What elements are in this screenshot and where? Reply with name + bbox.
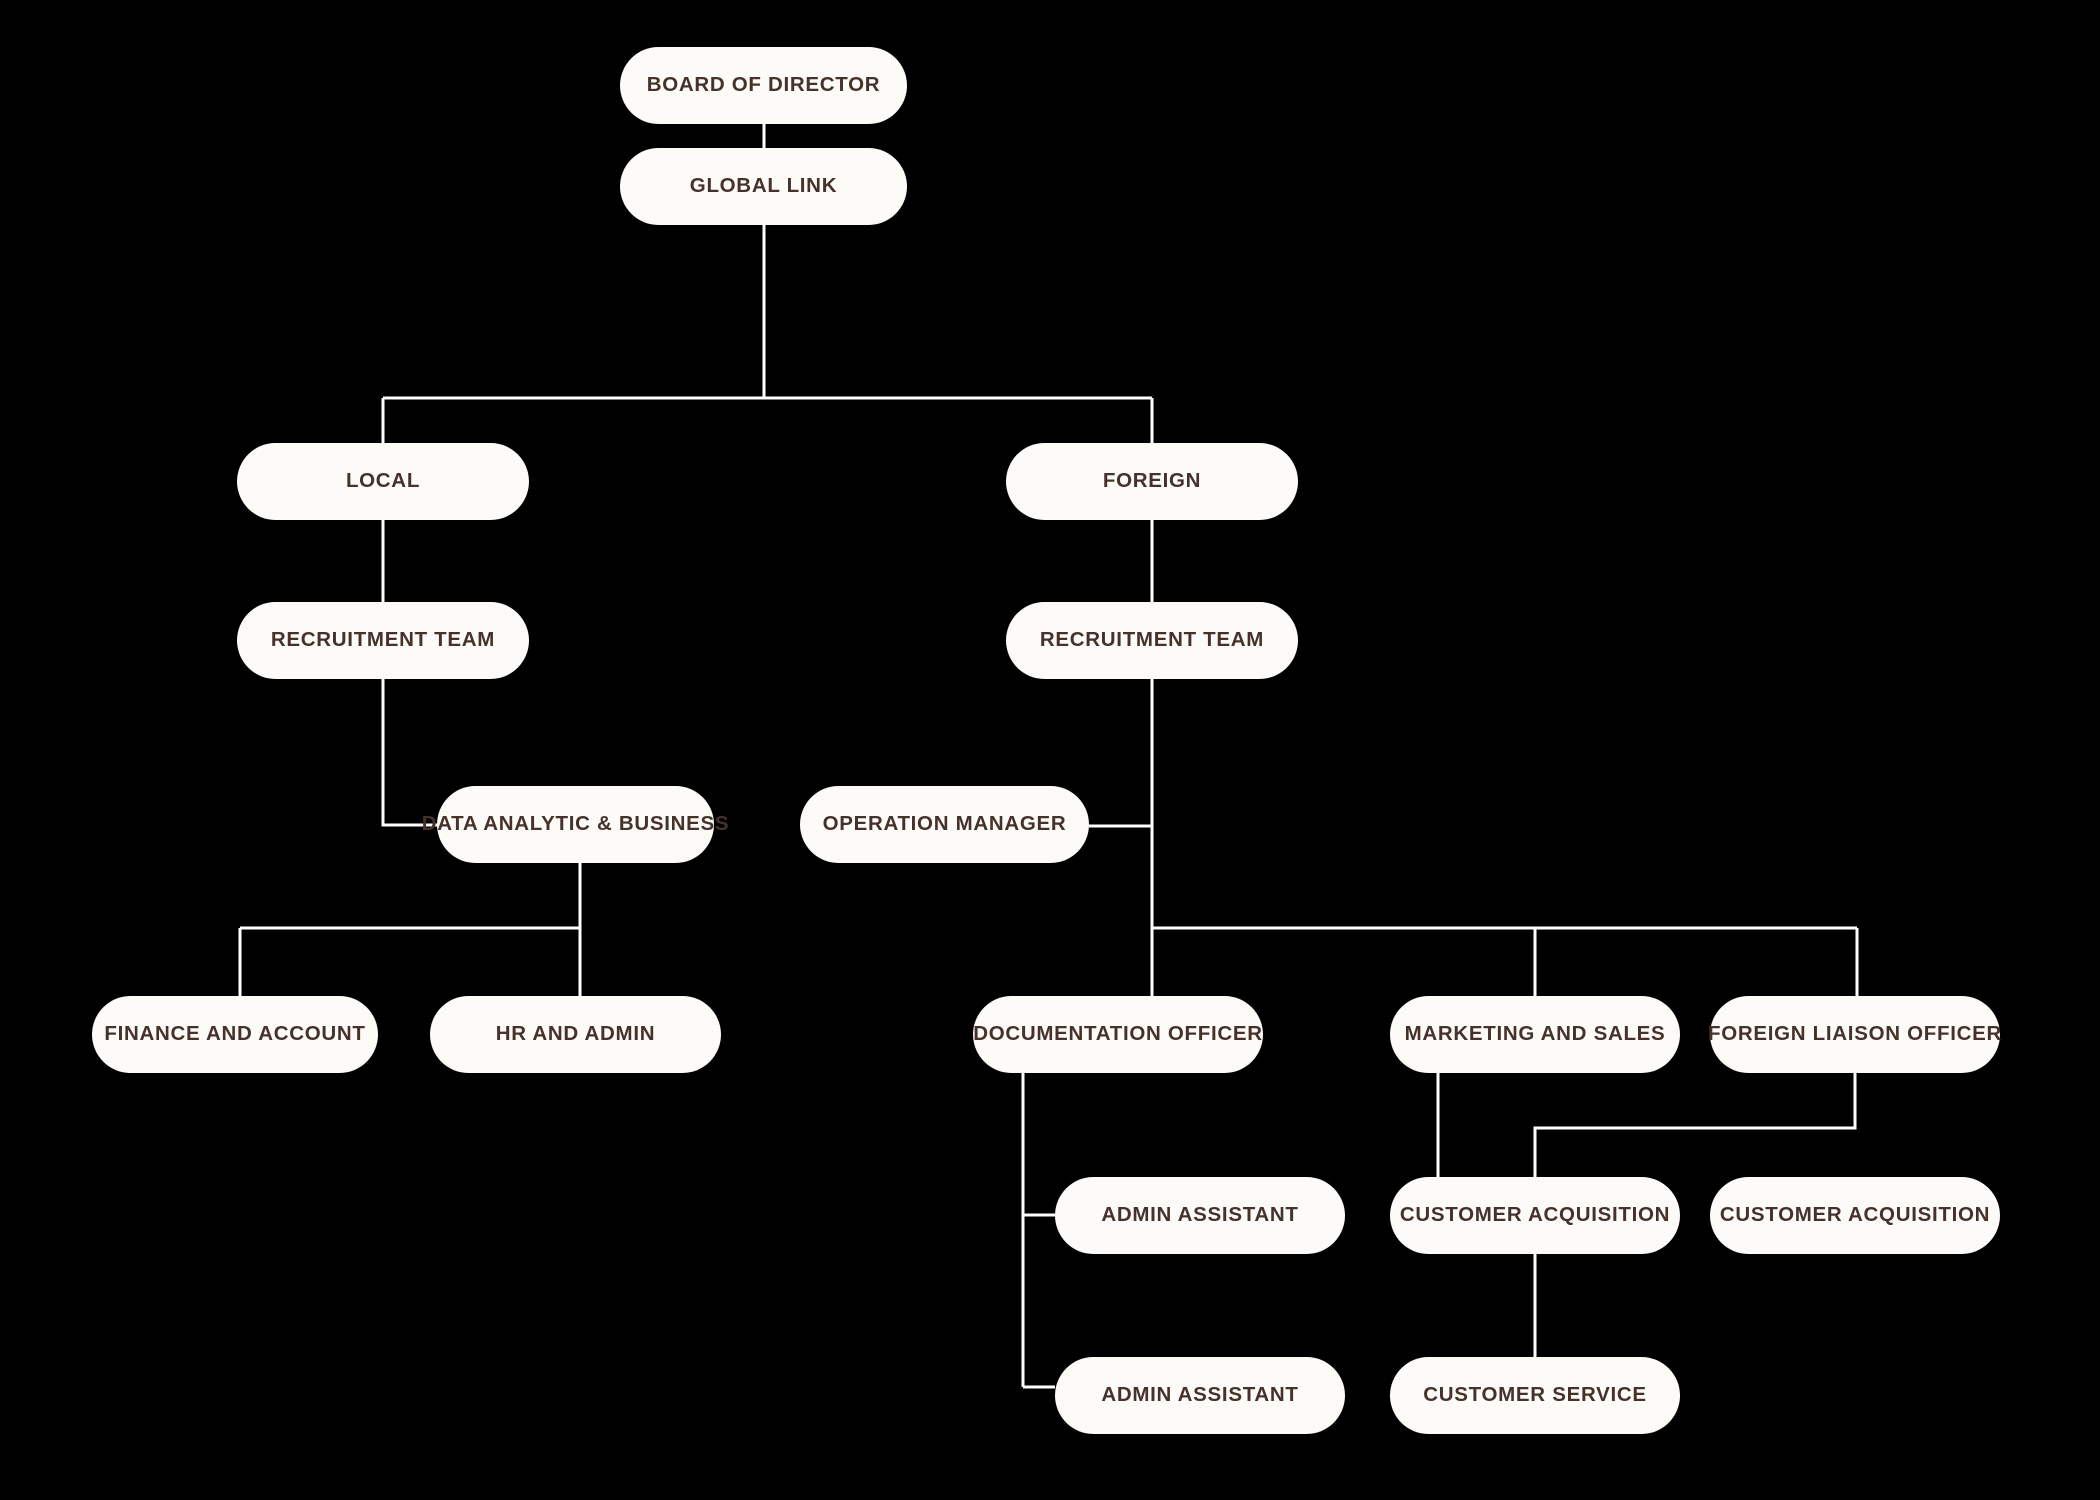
node-label: RECRUITMENT TEAM [1039,628,1265,652]
node-admin-assistant-2[interactable]: ADMIN ASSISTANT [1055,1357,1345,1434]
node-foreign-liaison-officer[interactable]: FOREIGN LIAISON OFFICER [1708,996,2002,1073]
node-label: DATA ANALYTIC & BUSINESS [421,812,730,836]
node-label: CUSTOMER ACQUISITION [1399,1203,1671,1227]
node-label: MARKETING AND SALES [1404,1022,1666,1046]
node-foreign[interactable]: FOREIGN [1006,443,1298,520]
node-global-link[interactable]: GLOBAL LINK [620,148,907,225]
node-label: ADMIN ASSISTANT [1101,1383,1299,1407]
node-local[interactable]: LOCAL [237,443,529,520]
node-finance-and-account[interactable]: FINANCE AND ACCOUNT [92,996,378,1073]
node-label: OPERATION MANAGER [822,812,1067,836]
node-operation-manager[interactable]: OPERATION MANAGER [800,786,1089,863]
node-hr-and-admin[interactable]: HR AND ADMIN [430,996,721,1073]
edge-liaison-to-customer-acquisition [1533,1073,1857,1177]
node-documentation-officer[interactable]: DOCUMENTATION OFFICER [973,996,1263,1073]
node-label: FOREIGN [1102,469,1202,493]
node-board-of-director[interactable]: BOARD OF DIRECTOR [620,47,907,124]
node-label: ADMIN ASSISTANT [1101,1203,1299,1227]
edge-recruitment-foreign-to-operation-manager [1089,679,1154,828]
node-recruitment-team-local[interactable]: RECRUITMENT TEAM [237,602,529,679]
node-marketing-and-sales[interactable]: MARKETING AND SALES [1390,996,1680,1073]
edge-recruitment-local-to-data-analytic [381,679,437,827]
node-label: RECRUITMENT TEAM [270,628,496,652]
node-admin-assistant-1[interactable]: ADMIN ASSISTANT [1055,1177,1345,1254]
node-label: BOARD OF DIRECTOR [646,73,881,97]
node-label: DOCUMENTATION OFFICER [973,1022,1263,1046]
node-customer-acquisition-2[interactable]: CUSTOMER ACQUISITION [1710,1177,2000,1254]
node-recruitment-team-foreign[interactable]: RECRUITMENT TEAM [1006,602,1298,679]
node-label: FINANCE AND ACCOUNT [104,1022,366,1046]
node-label: LOCAL [345,469,421,493]
node-customer-acquisition-1[interactable]: CUSTOMER ACQUISITION [1390,1177,1680,1254]
node-customer-service[interactable]: CUSTOMER SERVICE [1390,1357,1680,1434]
node-label: GLOBAL LINK [689,174,838,198]
node-label: FOREIGN LIAISON OFFICER [1708,1022,2002,1046]
node-label: CUSTOMER ACQUISITION [1719,1203,1991,1227]
node-data-analytic-business[interactable]: DATA ANALYTIC & BUSINESS [422,786,729,863]
node-label: CUSTOMER SERVICE [1423,1383,1647,1407]
node-label: HR AND ADMIN [495,1022,656,1046]
